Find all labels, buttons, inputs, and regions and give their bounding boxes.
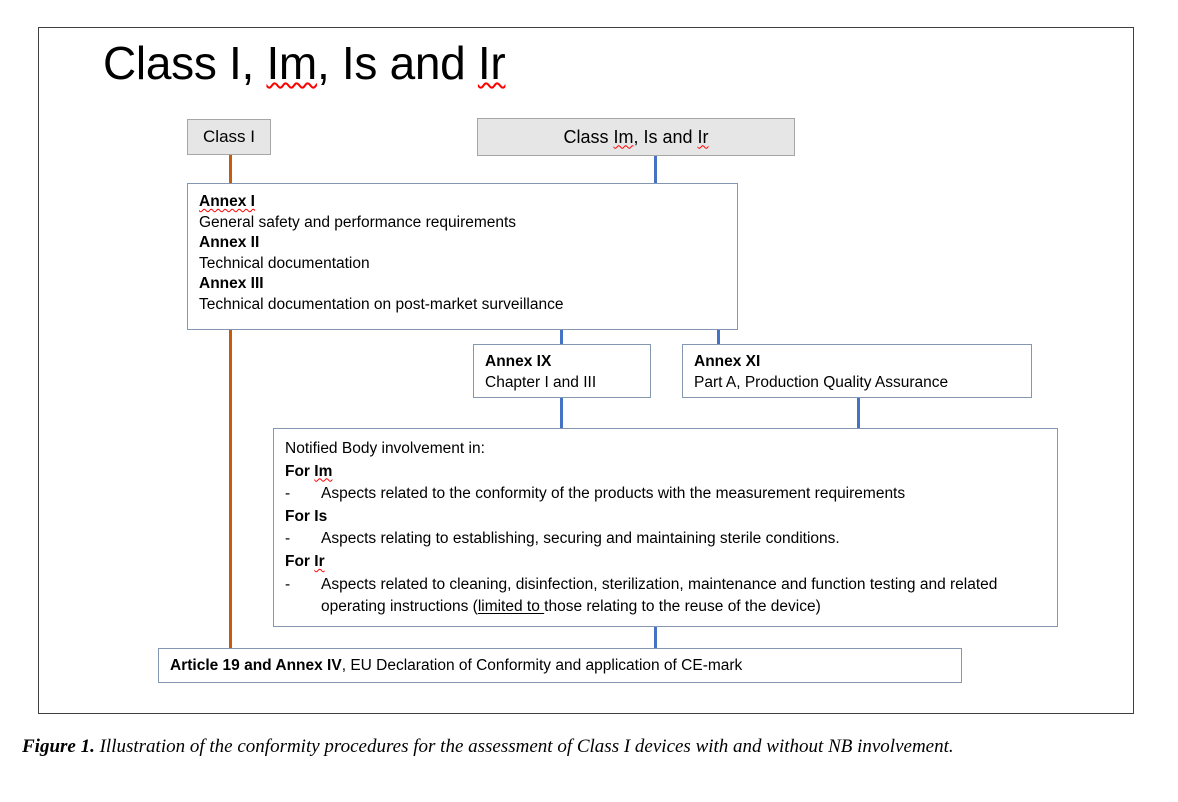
for-is-term: Is (314, 507, 328, 525)
diagram-title-im-misspelled: Im (266, 37, 317, 89)
notified-body-for-is: For Is (285, 506, 1057, 529)
figure-caption-text: Illustration of the conformity procedure… (94, 736, 954, 757)
for-is-prefix: For (285, 507, 315, 525)
node-article19[interactable]: Article 19 and Annex IV, EU Declaration … (158, 648, 962, 683)
annex-ix-text: Chapter I and III (485, 373, 597, 391)
node-annex-main[interactable]: Annex I General safety and performance r… (187, 183, 738, 330)
node-class-mid: , Is and (633, 126, 698, 147)
node-class-im-is-ir-label: Class Im, Is and Ir (563, 127, 708, 148)
annex-iii-heading: Annex III (199, 275, 264, 293)
node-class-im-misspelled: Im (613, 126, 634, 147)
notified-body-bullet-is: - Aspects relating to establishing, secu… (285, 528, 1057, 551)
node-annex-xi[interactable]: Annex XI Part A, Production Quality Assu… (682, 344, 1032, 398)
for-ir-prefix: For (285, 552, 315, 570)
bullet-text-part1: Aspects related to cleaning, disinfectio… (321, 575, 998, 616)
annex-ii-heading: Annex II (199, 234, 260, 252)
connector-annex-xi-to-notified-body (857, 398, 860, 428)
node-class-prefix: Class (563, 126, 614, 147)
bullet-text: Aspects related to cleaning, disinfectio… (321, 574, 1057, 619)
annex-i-heading-text: Annex I (199, 193, 255, 210)
figure-caption: Figure 1. Illustration of the conformity… (22, 733, 1152, 760)
annex-iii-text: Technical documentation on post-market s… (199, 295, 564, 313)
diagram-title: Class I, Im, Is and Ir (103, 36, 506, 90)
article19-label: Article 19 and Annex IV, EU Declaration … (170, 657, 742, 675)
connector-class-imisir-to-annex (654, 156, 657, 183)
connector-annex-ix-to-notified-body (560, 398, 563, 428)
annex-i-text: General safety and performance requireme… (199, 213, 517, 231)
connector-annex-to-annex-ix (560, 330, 563, 344)
bullet-dash: - (285, 575, 291, 593)
node-class-im-is-ir[interactable]: Class Im, Is and Ir (477, 118, 795, 156)
bullet-text-part2: those relating to the reuse of the devic… (544, 598, 821, 616)
connector-annex-to-annex-xi (717, 330, 720, 344)
bullet-dash: - (285, 485, 291, 503)
notified-body-intro: Notified Body involvement in: (285, 440, 485, 457)
notified-body-for-im: For Im (285, 461, 1057, 484)
bullet-dash: - (285, 530, 291, 548)
connector-annex-to-article19 (229, 330, 232, 648)
bullet-text: Aspects relating to establishing, securi… (321, 530, 840, 548)
figure-caption-label: Figure 1. (22, 736, 95, 757)
node-notified-body[interactable]: Notified Body involvement in: For Im - A… (273, 428, 1058, 627)
annex-ii-text: Technical documentation (199, 254, 370, 272)
article19-bold-prefix: Article 19 and Annex IV (170, 656, 342, 674)
for-ir-term-misspelled: Ir (314, 552, 325, 570)
node-class-ir-misspelled: Ir (697, 126, 709, 147)
node-annex-ix[interactable]: Annex IX Chapter I and III (473, 344, 651, 398)
for-im-term-misspelled: Im (314, 462, 333, 480)
diagram-title-ir-misspelled: Ir (477, 37, 506, 89)
for-im-prefix: For (285, 462, 315, 480)
notified-body-for-ir: For Ir (285, 551, 1057, 574)
diagram-title-prefix: Class I, (103, 37, 267, 89)
annex-ix-heading: Annex IX (485, 353, 552, 370)
diagram-title-mid: , Is and (316, 37, 478, 89)
annex-i-heading: Annex I (199, 192, 737, 213)
notified-body-bullet-ir: - Aspects related to cleaning, disinfect… (285, 574, 1057, 619)
annex-xi-text: Part A, Production Quality Assurance (694, 373, 949, 391)
node-class-i[interactable]: Class I (187, 119, 271, 155)
connector-notified-body-to-article19 (654, 627, 657, 648)
annex-xi-heading: Annex XI (694, 353, 761, 370)
node-class-i-label: Class I (203, 127, 255, 146)
bullet-text: Aspects related to the conformity of the… (321, 485, 906, 503)
article19-rest: , EU Declaration of Conformity and appli… (341, 656, 743, 674)
notified-body-bullet-im: - Aspects related to the conformity of t… (285, 483, 1057, 506)
connector-class-i-to-annex (229, 155, 232, 183)
bullet-text-underlined: limited to (477, 598, 545, 616)
